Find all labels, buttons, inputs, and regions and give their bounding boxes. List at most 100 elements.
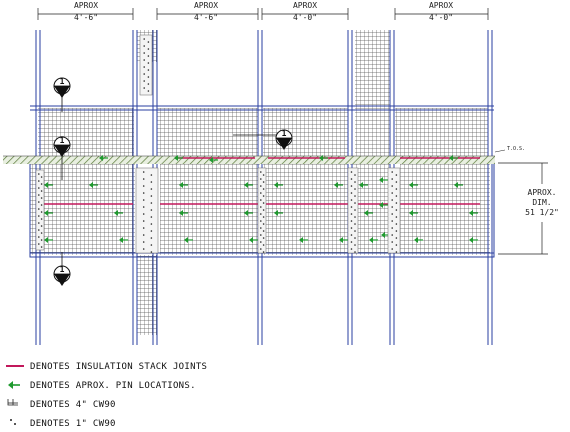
section-marker-3[interactable]: 1 5 bbox=[233, 129, 293, 150]
cw90-dot bbox=[260, 248, 262, 250]
cw90-dot bbox=[142, 213, 145, 215]
pin-marker bbox=[319, 155, 328, 161]
pin-marker bbox=[89, 182, 98, 188]
cw90-dot bbox=[150, 188, 153, 190]
cw90-dot bbox=[40, 197, 43, 199]
cw90-dot bbox=[391, 213, 394, 215]
legend-item-stack-joints: DENOTES INSULATION STACK JOINTS bbox=[6, 362, 207, 372]
cw90-dot bbox=[354, 237, 356, 239]
cw90-dot bbox=[150, 244, 153, 246]
cw90-dot bbox=[350, 213, 353, 215]
cw90-dot bbox=[150, 223, 153, 225]
cw90-dot bbox=[354, 209, 356, 211]
section-marker-4-top: 1 bbox=[60, 265, 65, 274]
cw90-dot bbox=[150, 209, 153, 211]
cw90-dot bbox=[147, 69, 150, 71]
pin-marker bbox=[414, 237, 423, 243]
cw90-dot bbox=[260, 227, 262, 229]
dimension-4-value: 4'-0" bbox=[429, 13, 453, 22]
cw90-dot bbox=[142, 248, 145, 250]
section-marker-2-bottom: 5 bbox=[60, 146, 65, 155]
cw90-dot bbox=[395, 251, 398, 253]
grid-panel-upper bbox=[355, 30, 390, 160]
pin-marker bbox=[379, 202, 388, 208]
cw90-dot bbox=[350, 178, 353, 180]
pin-marker bbox=[339, 237, 348, 243]
cw90-strip bbox=[135, 167, 159, 254]
cw90-dot bbox=[354, 244, 356, 246]
section-marker-4-bottom: 4 bbox=[60, 275, 65, 284]
section-marker-1[interactable]: 1 3 bbox=[53, 77, 71, 112]
cw90-dot bbox=[260, 178, 262, 180]
cw90-dot bbox=[350, 171, 353, 173]
cw90-dot bbox=[354, 202, 356, 204]
section-marker-2[interactable]: 1 5 bbox=[53, 136, 71, 180]
cw90-dot bbox=[395, 195, 398, 197]
cw90-dot bbox=[350, 192, 353, 194]
dimension-2-value: 4'-6" bbox=[194, 13, 218, 22]
cw90-dot bbox=[350, 185, 353, 187]
cw90-dot bbox=[40, 239, 43, 241]
legend-label-stack-joints: DENOTES INSULATION STACK JOINTS bbox=[30, 362, 207, 372]
pin-marker bbox=[469, 210, 478, 216]
dimension-2-aprox: APROX bbox=[194, 1, 218, 10]
cw90-dot bbox=[38, 236, 40, 238]
pin-marker bbox=[179, 182, 188, 188]
cw90-strip bbox=[35, 169, 45, 251]
pin-marker bbox=[274, 182, 283, 188]
cw90-dot bbox=[391, 199, 394, 201]
cw90-dot bbox=[262, 216, 265, 218]
pin-marker bbox=[209, 157, 218, 163]
cw90-dot bbox=[147, 55, 150, 57]
cw90-dot bbox=[354, 174, 356, 176]
cw90-dot bbox=[395, 181, 398, 183]
cw90-dot bbox=[262, 195, 265, 197]
cw90-dot bbox=[150, 181, 153, 183]
cw90-dot bbox=[38, 208, 40, 210]
legend-item-cw90-4in: DENOTES 4" CW90 bbox=[7, 399, 115, 410]
cw90-dot bbox=[260, 220, 262, 222]
grid-panel-lower bbox=[263, 163, 348, 255]
cw90-dot bbox=[38, 215, 40, 217]
cw90-dot bbox=[143, 80, 145, 82]
cw90-dot bbox=[142, 185, 145, 187]
dimension-3-value: 4'-0" bbox=[293, 13, 317, 22]
cw90-dot bbox=[150, 195, 153, 197]
dimension-3-aprox: APROX bbox=[293, 1, 317, 10]
cw90-dot bbox=[354, 181, 356, 183]
cw90-dot bbox=[142, 171, 145, 173]
cw90-dot bbox=[391, 178, 394, 180]
cw90-dot bbox=[147, 90, 150, 92]
cw90-dot bbox=[142, 178, 145, 180]
cw90-dot bbox=[391, 171, 394, 173]
cw90-dot bbox=[391, 227, 394, 229]
pin-marker bbox=[244, 182, 253, 188]
pin-marker bbox=[274, 210, 283, 216]
right-dimension-line1: APROX. bbox=[528, 188, 557, 197]
top-of-soil-hatch bbox=[3, 155, 495, 164]
pin-marker bbox=[334, 182, 343, 188]
cw90-dot bbox=[260, 241, 262, 243]
cw90-dot bbox=[150, 237, 153, 239]
cw90-dot bbox=[395, 188, 398, 190]
section-marker-4[interactable]: 1 4 bbox=[53, 252, 71, 286]
cw90-dot bbox=[142, 241, 145, 243]
cw90-dot bbox=[260, 171, 262, 173]
cw90-dot bbox=[150, 174, 153, 176]
pin-marker bbox=[174, 155, 183, 161]
section-marker-3-top: 1 bbox=[282, 129, 287, 138]
cw90-dot bbox=[395, 216, 398, 218]
cw90-dot bbox=[391, 248, 394, 250]
cw90-dot bbox=[147, 83, 150, 85]
cw90-dot bbox=[40, 218, 43, 220]
cw90-dot bbox=[40, 246, 43, 248]
cw90-4in-icon bbox=[7, 399, 18, 406]
pin-marker bbox=[119, 237, 128, 243]
insulation-stack-joints bbox=[40, 157, 480, 205]
cw90-dot bbox=[262, 174, 265, 176]
cw90-dot bbox=[395, 230, 398, 232]
pin-marker bbox=[44, 182, 53, 188]
cw90-dot bbox=[147, 41, 150, 43]
dimension-4: APROX 4'-0" bbox=[394, 1, 489, 22]
cw90-dot bbox=[142, 192, 145, 194]
